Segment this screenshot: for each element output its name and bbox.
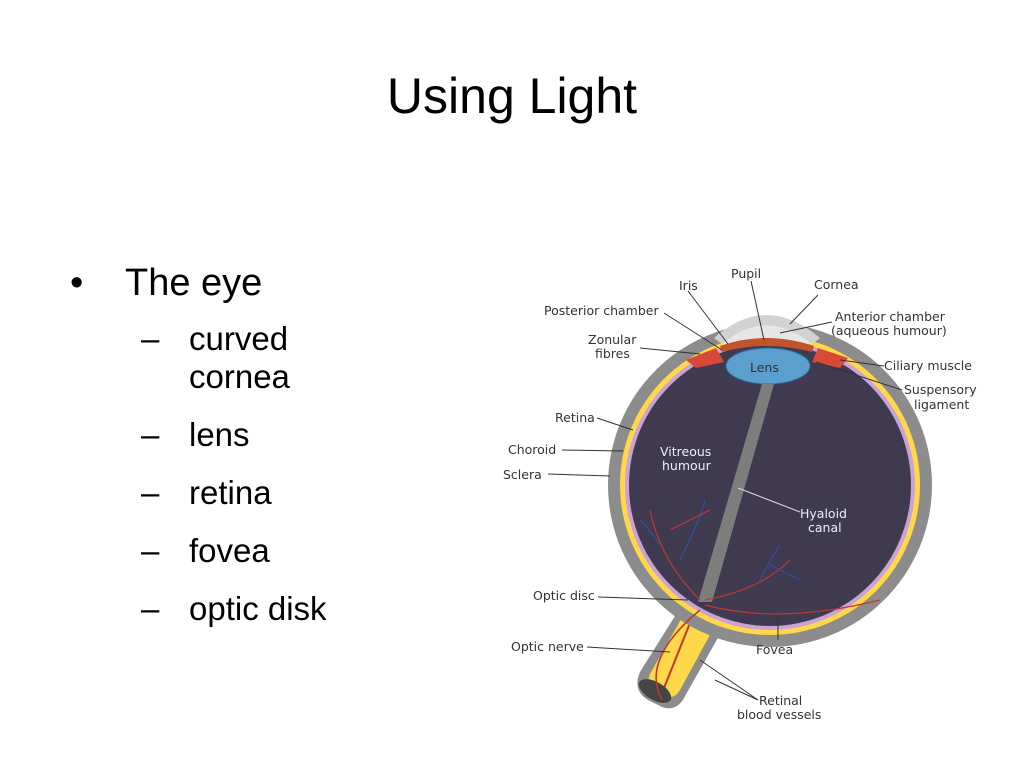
sub-bullet-retina: – retina (125, 474, 339, 512)
bullet-marker: • (70, 262, 84, 304)
sub-bullet-text: lens (189, 416, 250, 453)
label-zonular: Zonular (588, 332, 637, 347)
sub-bullet-curved-cornea: – curved cornea (125, 320, 339, 396)
leader-lines (547, 280, 903, 701)
sub-bullet-optic-disk: – optic disk (125, 590, 339, 628)
ciliary-body-left (686, 348, 724, 368)
label-retina: Retina (555, 410, 595, 425)
eyeball (608, 323, 932, 647)
diagram-labels: Pupil Iris Cornea Posterior chamber Ante… (503, 266, 977, 722)
label-sclera: Sclera (503, 467, 542, 482)
label-pupil: Pupil (731, 266, 761, 281)
sub-bullet-marker: – (141, 590, 160, 627)
retinal-blood-vessels (639, 499, 881, 701)
label-anterior-chamber: Anterior chamber (835, 309, 946, 324)
sub-bullet-fovea: – fovea (125, 532, 339, 570)
iris-shape (720, 338, 814, 352)
label-cornea: Cornea (814, 277, 859, 292)
sub-bullet-marker: – (141, 474, 160, 511)
sub-bullet-text: curved (189, 320, 289, 357)
label-iris: Iris (679, 278, 698, 293)
bullet-list: • The eye – curved cornea – lens – retin… (70, 258, 339, 648)
label-optic-disc: Optic disc (533, 588, 595, 603)
sub-bullet-text: optic disk (189, 590, 327, 627)
vitreous-body (629, 344, 911, 626)
label-retinal: Retinal (759, 693, 802, 708)
sub-bullet-text: fovea (189, 532, 270, 569)
slide-title: Using Light (386, 68, 638, 124)
label-hyaloid: Hyaloid (800, 506, 847, 521)
sub-bullet-text: retina (189, 474, 272, 511)
sub-bullet-lens: – lens (125, 416, 339, 454)
label-fibres: fibres (595, 346, 630, 361)
label-aqueous-humour: (aqueous humour) (831, 323, 947, 338)
ciliary-body-right (812, 348, 848, 368)
bullet-item-the-eye: • The eye – curved cornea – lens – retin… (70, 258, 339, 628)
sub-bullet-marker: – (141, 320, 160, 357)
label-choroid: Choroid (508, 442, 556, 457)
label-vitreous: Vitreous (660, 444, 711, 459)
sub-bullet-text: cornea (189, 358, 290, 395)
label-fovea: Fovea (756, 642, 793, 657)
label-posterior-chamber: Posterior chamber (544, 303, 659, 318)
eye-anatomy-diagram: Pupil Iris Cornea Posterior chamber Ante… (503, 266, 977, 722)
sub-bullet-marker: – (141, 532, 160, 569)
label-suspensory: Suspensory (904, 382, 977, 397)
label-ligament: ligament (914, 397, 969, 412)
sub-bullet-list: – curved cornea – lens – retina – fovea … (125, 320, 339, 628)
label-humour: humour (662, 458, 712, 473)
bullet-text: The eye (125, 262, 263, 304)
eye-front (686, 315, 848, 602)
hyaloid-canal-shape (698, 384, 774, 602)
sub-bullet-marker: – (141, 416, 160, 453)
label-lens: Lens (750, 360, 779, 375)
label-blood-vessels: blood vessels (737, 707, 821, 722)
cornea-shape (714, 315, 820, 344)
label-optic-nerve: Optic nerve (511, 639, 584, 654)
label-canal: canal (808, 520, 842, 535)
label-ciliary-muscle: Ciliary muscle (884, 358, 972, 373)
